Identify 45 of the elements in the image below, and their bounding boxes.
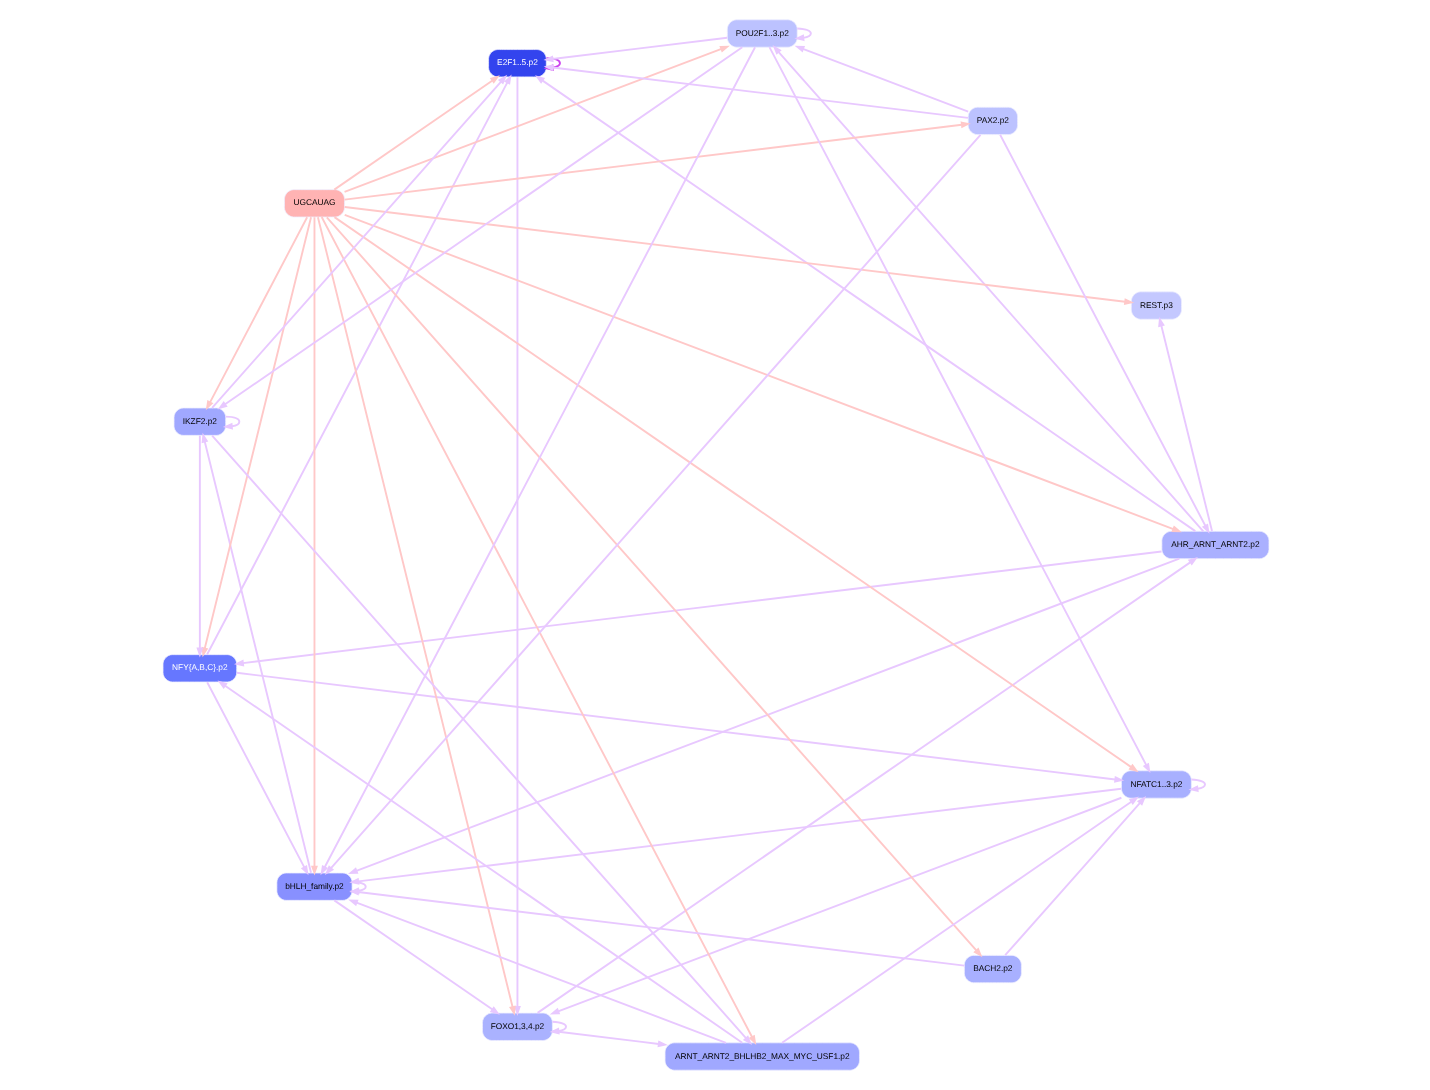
arrow <box>771 45 1204 533</box>
arrow <box>347 899 726 1044</box>
arrow <box>342 213 1181 533</box>
arrow <box>542 36 728 63</box>
arrow <box>793 27 811 42</box>
arrow <box>767 46 1150 774</box>
arrow <box>310 216 317 876</box>
arrow <box>323 133 981 875</box>
arrow <box>200 216 311 658</box>
arrow <box>1003 796 1146 957</box>
arrow <box>332 216 1138 773</box>
arrow <box>205 74 511 656</box>
arrow <box>195 434 203 658</box>
arrow <box>780 796 1138 1044</box>
arrow <box>324 216 982 958</box>
arrow <box>1157 316 1212 533</box>
arrow <box>346 557 1180 874</box>
arrow <box>216 46 743 410</box>
arrow <box>210 74 507 409</box>
arrow <box>512 76 520 1016</box>
arrow <box>533 75 1196 533</box>
arrow <box>221 415 240 430</box>
arrow <box>793 45 969 113</box>
arrow <box>1187 778 1205 793</box>
arrow <box>210 434 752 1045</box>
arrow <box>332 899 499 1015</box>
arrow <box>234 671 1124 783</box>
arrow <box>319 216 756 1046</box>
arrow <box>342 45 729 193</box>
arrow <box>205 681 308 876</box>
arrow <box>542 57 560 72</box>
arrow <box>233 550 1162 667</box>
arrow <box>548 796 1122 1015</box>
arrow <box>204 216 308 411</box>
arrow <box>342 206 1134 306</box>
arrow <box>542 64 968 119</box>
arrow <box>550 1030 667 1048</box>
arrow <box>535 557 1197 1014</box>
arrow <box>315 216 515 1016</box>
arrow <box>216 680 743 1044</box>
arrow <box>319 46 755 876</box>
arrow <box>332 75 499 191</box>
arrow <box>200 432 311 874</box>
arrow <box>998 133 1209 534</box>
arrow <box>342 121 970 201</box>
